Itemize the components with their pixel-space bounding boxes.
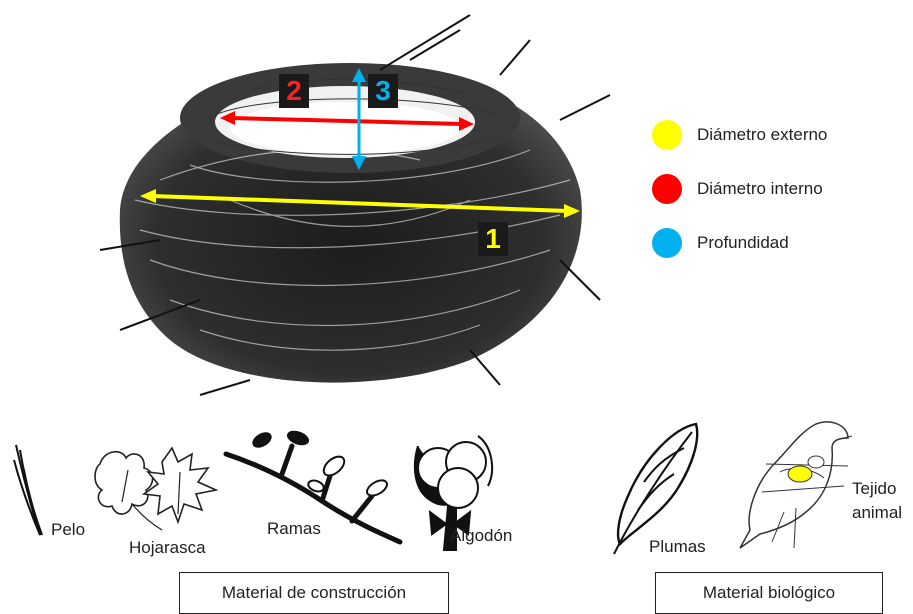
- legend-item-depth: Profundidad: [652, 228, 789, 258]
- legend-label: Profundidad: [697, 233, 789, 253]
- legend-label: Diámetro externo: [697, 125, 827, 145]
- marker-depth: 3: [368, 74, 398, 108]
- group-biologico: Material biológico: [655, 572, 883, 614]
- marker-inner: 2: [279, 74, 309, 108]
- bird-anatomy-icon: [736, 412, 854, 556]
- label-hojarasca: Hojarasca: [129, 538, 206, 558]
- marker-outer: 1: [478, 222, 508, 256]
- legend-label: Diámetro interno: [697, 179, 823, 199]
- label-plumas: Plumas: [649, 537, 706, 557]
- legend-item-inner: Diámetro interno: [652, 174, 823, 204]
- label-ramas: Ramas: [267, 519, 321, 539]
- label-pelo: Pelo: [51, 520, 85, 540]
- leaf-icon: [92, 444, 224, 534]
- legend-item-outer: Diámetro externo: [652, 120, 827, 150]
- label-tejido-animal: Tejido animal: [852, 477, 902, 525]
- blue-dot-icon: [652, 228, 682, 258]
- hair-icon: [10, 440, 50, 540]
- group-construccion: Material de construcción: [179, 572, 449, 614]
- label-algodon: Algodón: [450, 526, 512, 546]
- label-tejido: Tejido: [852, 477, 902, 501]
- red-dot-icon: [652, 174, 682, 204]
- label-animal: animal: [852, 501, 902, 525]
- yellow-dot-icon: [652, 120, 682, 150]
